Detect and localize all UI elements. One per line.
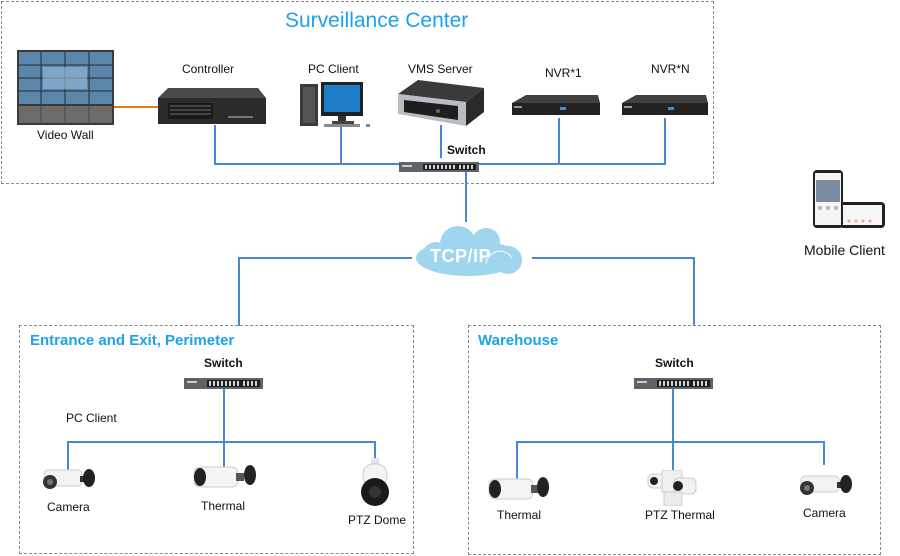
server-box-icon	[398, 80, 484, 126]
network-switch-icon	[634, 378, 713, 389]
thermal-camera-icon	[193, 465, 256, 488]
warehouse-region-title: Warehouse	[478, 332, 559, 349]
entrance-ptz-dome-device[interactable]	[357, 458, 393, 508]
pc-client-label: PC Client	[308, 62, 359, 76]
entrance-thermal-label: Thermal	[201, 499, 246, 513]
controller-device[interactable]	[158, 88, 266, 128]
center-switch-device[interactable]	[399, 159, 479, 172]
warehouse-switch-device[interactable]	[634, 376, 713, 389]
cloud-icon	[416, 226, 522, 276]
entrance-camera-device[interactable]	[40, 464, 96, 498]
entrance-switch-label: Switch	[204, 356, 243, 370]
entrance-pc-client-label: PC Client	[66, 411, 117, 425]
bullet-camera-icon	[800, 475, 852, 495]
pc-client-device[interactable]	[300, 82, 372, 128]
entrance-camera-label: Camera	[47, 500, 90, 514]
video-wall-device[interactable]	[17, 50, 114, 125]
entrance-switch-device[interactable]	[184, 376, 263, 389]
warehouse-ptz-thermal-label: PTZ Thermal	[645, 508, 715, 522]
nvr-icon	[622, 95, 708, 115]
warehouse-uplink	[532, 257, 695, 326]
tcp-ip-label: TCP/IP	[430, 246, 492, 266]
warehouse-switch-label: Switch	[655, 356, 694, 370]
desktop-pc-icon	[300, 82, 370, 127]
ptz-thermal-icon	[647, 469, 697, 507]
nvr-bus	[478, 118, 666, 165]
vms-server-device[interactable]	[398, 80, 484, 126]
entrance-ptz-dome-label: PTZ Dome	[348, 513, 407, 527]
thermal-camera-icon	[488, 477, 549, 500]
nvr-n-device[interactable]	[622, 95, 708, 119]
surveillance-center-region	[1, 1, 714, 184]
nvr-n-label: NVR*N	[651, 62, 690, 76]
nvr-1-device[interactable]	[512, 95, 600, 119]
entrance-region	[19, 325, 414, 554]
warehouse-ptz-thermal-device[interactable]	[646, 469, 698, 507]
entrance-bus	[67, 441, 376, 470]
center-switch-label: Switch	[447, 143, 486, 157]
controller-label: Controller	[182, 62, 235, 76]
warehouse-bus	[516, 441, 825, 480]
tcp-ip-cloud: TCP/IP	[408, 222, 536, 282]
nvr-1-label: NVR*1	[545, 66, 582, 80]
network-switch-icon	[399, 162, 479, 172]
warehouse-thermal-device[interactable]	[487, 475, 551, 505]
entrance-thermal-device[interactable]	[192, 463, 258, 493]
mobile-client-device[interactable]	[811, 170, 887, 232]
video-wall-label: Video Wall	[37, 128, 94, 142]
warehouse-camera-label: Camera	[803, 506, 846, 520]
smartphone-icon	[813, 170, 885, 228]
warehouse-thermal-label: Thermal	[497, 508, 542, 522]
mobile-client-label: Mobile Client	[804, 242, 885, 258]
nvr-icon	[512, 95, 600, 115]
entrance-region-title: Entrance and Exit, Perimeter	[30, 332, 235, 349]
network-switch-icon	[184, 378, 263, 389]
vms-server-label: VMS Server	[408, 62, 473, 76]
rack-server-icon	[158, 88, 266, 124]
bullet-camera-icon	[43, 469, 95, 489]
controller-link	[214, 125, 400, 165]
warehouse-region	[468, 325, 881, 555]
video-wall-icon	[17, 50, 114, 125]
ptz-dome-icon	[361, 458, 389, 506]
warehouse-camera-device[interactable]	[797, 470, 853, 504]
surveillance-center-title: Surveillance Center	[285, 9, 469, 32]
entrance-uplink	[238, 257, 412, 326]
